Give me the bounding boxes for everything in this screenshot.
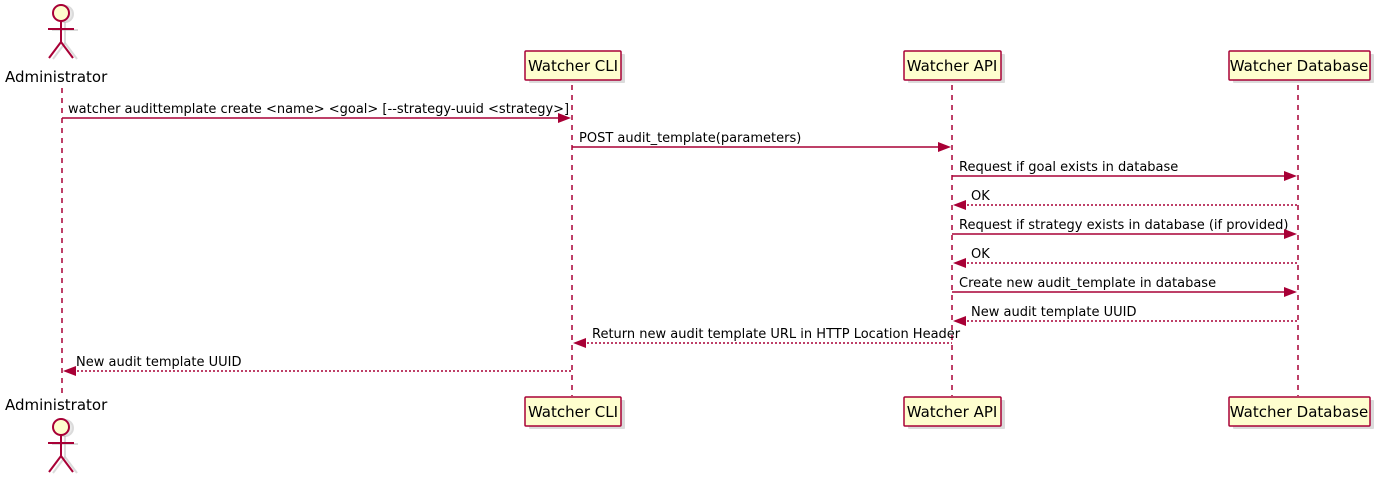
- message-label-7: Create new audit_template in database: [959, 276, 1216, 291]
- message-arrowhead-4: [953, 200, 966, 210]
- participant-rect-watcher-cli-top[interactable]: [524, 50, 622, 81]
- message-3[interactable]: Request if goal exists in database: [952, 160, 1297, 181]
- message-label-2: POST audit_template(parameters): [579, 131, 801, 146]
- actor-left-leg-icon-bottom: [48, 455, 62, 473]
- participant-box-watcher-api-top[interactable]: Watcher API: [903, 50, 1005, 83]
- actor-left-leg-icon: [48, 41, 62, 59]
- actor-administrator-bottom[interactable]: Administrator: [5, 396, 108, 474]
- message-label-4: OK: [971, 189, 990, 204]
- participant-rect-watcher-api-bottom[interactable]: [903, 396, 1002, 427]
- message-label-6: OK: [971, 247, 990, 262]
- actor-label-administrator-bottom: Administrator: [5, 396, 108, 414]
- participant-rect-watcher-database-bottom[interactable]: [1228, 396, 1371, 427]
- message-arrowhead-7: [1284, 287, 1297, 297]
- participant-label-watcher-api-top: Watcher API: [907, 57, 998, 75]
- actor-administrator-top[interactable]: Administrator: [5, 4, 108, 86]
- message-arrowhead-2: [938, 142, 951, 152]
- message-arrowhead-10: [63, 366, 76, 376]
- actor-head-icon-bottom: [52, 418, 70, 436]
- participant-label-watcher-cli-bottom: Watcher CLI: [528, 403, 618, 421]
- actor-right-leg-icon: [60, 41, 74, 59]
- participant-box-watcher-cli-bottom[interactable]: Watcher CLI: [524, 396, 625, 429]
- message-2[interactable]: POST audit_template(parameters): [572, 131, 951, 152]
- participant-rect-watcher-api-top[interactable]: [903, 50, 1002, 81]
- actor-label-administrator-top: Administrator: [5, 68, 108, 86]
- message-arrowhead-8: [953, 316, 966, 326]
- participant-label-watcher-database-top: Watcher Database: [1230, 57, 1368, 75]
- participant-box-watcher-api-bottom[interactable]: Watcher API: [903, 396, 1005, 429]
- message-9[interactable]: Return new audit template URL in HTTP Lo…: [573, 327, 961, 348]
- message-label-10: New audit template UUID: [76, 355, 241, 370]
- message-arrowhead-5: [1284, 229, 1297, 239]
- message-7[interactable]: Create new audit_template in database: [952, 276, 1297, 297]
- message-label-9: Return new audit template URL in HTTP Lo…: [592, 327, 961, 342]
- participant-box-watcher-database-bottom[interactable]: Watcher Database: [1228, 396, 1374, 429]
- message-arrowhead-9: [573, 338, 586, 348]
- participant-label-watcher-api-bottom: Watcher API: [907, 403, 998, 421]
- participant-rect-watcher-database-top[interactable]: [1228, 50, 1371, 81]
- lifelines: [61, 85, 1299, 396]
- message-label-5: Request if strategy exists in database (…: [959, 218, 1288, 233]
- message-5[interactable]: Request if strategy exists in database (…: [952, 218, 1297, 239]
- message-4[interactable]: OK: [953, 189, 1298, 210]
- message-label-1: watcher audittemplate create <name> <goa…: [68, 102, 569, 117]
- participant-label-watcher-cli-top: Watcher CLI: [528, 57, 618, 75]
- message-arrowhead-6: [953, 258, 966, 268]
- participant-label-watcher-database-bottom: Watcher Database: [1230, 403, 1368, 421]
- message-label-3: Request if goal exists in database: [959, 160, 1178, 175]
- message-arrowhead-3: [1284, 171, 1297, 181]
- message-label-8: New audit template UUID: [971, 305, 1136, 320]
- participant-box-watcher-cli-top[interactable]: Watcher CLI: [524, 50, 625, 83]
- message-10[interactable]: New audit template UUID: [63, 355, 572, 376]
- message-arrowhead-1: [558, 113, 571, 123]
- actor-right-leg-icon-bottom: [60, 455, 74, 473]
- participant-box-watcher-database-top[interactable]: Watcher Database: [1228, 50, 1374, 83]
- participant-rect-watcher-cli-bottom[interactable]: [524, 396, 622, 427]
- actor-head-icon: [52, 4, 70, 22]
- message-8[interactable]: New audit template UUID: [953, 305, 1298, 326]
- message-1[interactable]: watcher audittemplate create <name> <goa…: [62, 102, 571, 123]
- message-6[interactable]: OK: [953, 247, 1298, 268]
